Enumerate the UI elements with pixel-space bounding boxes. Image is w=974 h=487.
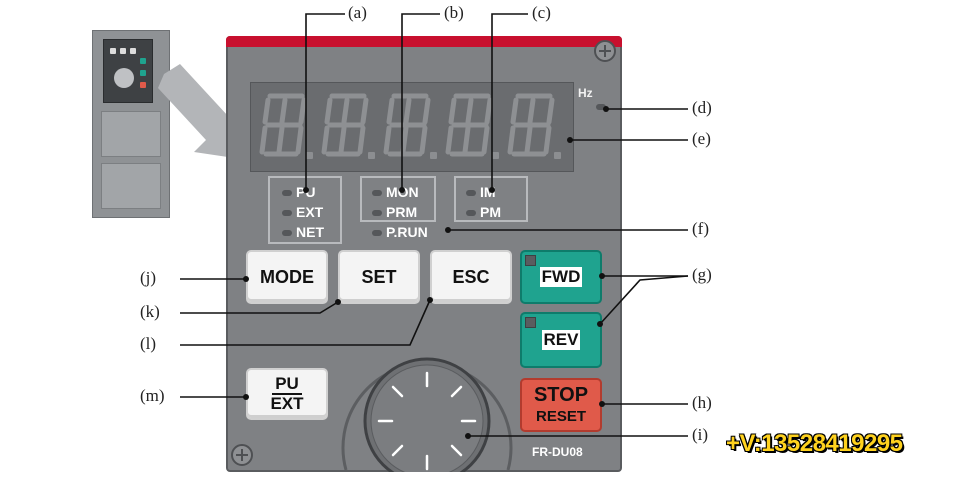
zoom-arrow-icon xyxy=(158,64,248,160)
display-digit-1 xyxy=(258,92,310,158)
thumbnail-dial xyxy=(114,68,134,88)
callout-g: (g) xyxy=(692,265,712,284)
display-decimal-point xyxy=(554,152,561,159)
screw-bottom-left xyxy=(231,444,253,466)
pm-indicator-label: PM xyxy=(480,204,501,220)
thumbnail-key xyxy=(140,58,146,64)
callout-h: (h) xyxy=(692,393,712,412)
fwd-button-label: FWD xyxy=(539,267,583,287)
operation-mode-indicators xyxy=(268,176,342,244)
rev-led xyxy=(525,317,536,328)
hz-indicator-led xyxy=(596,104,606,110)
esc-button[interactable]: ESC xyxy=(430,250,512,304)
callout-c: (c) xyxy=(532,3,551,22)
thumbnail-key xyxy=(140,82,146,88)
display-digit-4 xyxy=(444,92,496,158)
net-led xyxy=(282,230,292,236)
net-indicator-label: NET xyxy=(296,224,324,240)
thumbnail-key xyxy=(110,48,116,54)
prm-indicator-label: PRM xyxy=(386,204,418,220)
panel-top-bar xyxy=(226,36,622,47)
display-decimal-point xyxy=(492,152,499,159)
callout-k: (k) xyxy=(140,302,160,321)
fwd-button[interactable]: FWD xyxy=(520,250,602,304)
callout-i: (i) xyxy=(692,425,709,444)
pu-led xyxy=(282,190,292,196)
thumbnail-key xyxy=(120,48,126,54)
pu-ext-pu-label: PU xyxy=(272,375,302,395)
im-led xyxy=(466,190,476,196)
callout-f: (f) xyxy=(692,219,709,238)
callout-b: (b) xyxy=(444,3,464,22)
ext-indicator-label: EXT xyxy=(296,204,324,220)
pu-ext-button[interactable]: PU EXT xyxy=(246,368,328,420)
reset-label: RESET xyxy=(535,408,586,425)
thumbnail-cover xyxy=(101,111,161,157)
thumbnail-keypad xyxy=(103,39,153,103)
p-run-indicator-label: P.RUN xyxy=(386,224,428,240)
callout-j: (j) xyxy=(140,268,157,287)
display-decimal-point xyxy=(430,152,437,159)
callout-e: (e) xyxy=(692,129,711,148)
screw-top-right xyxy=(594,40,616,62)
display-digit-2 xyxy=(320,92,372,158)
thumbnail-cover xyxy=(101,163,161,209)
callout-l: (l) xyxy=(140,334,157,353)
inverter-thumbnail xyxy=(92,30,170,218)
callout-d: (d) xyxy=(692,98,712,117)
thumbnail-key xyxy=(140,70,146,76)
rev-button-label: REV xyxy=(541,330,581,350)
mon-led xyxy=(372,190,382,196)
callout-m: (m) xyxy=(140,386,165,405)
set-button[interactable]: SET xyxy=(338,250,420,304)
pm-led xyxy=(466,210,476,216)
display-digit-3 xyxy=(382,92,434,158)
motor-indicators xyxy=(454,176,528,222)
hz-label: Hz xyxy=(578,86,593,100)
stop-label: STOP xyxy=(533,384,589,406)
mode-button[interactable]: MODE xyxy=(246,250,328,304)
display-decimal-point xyxy=(368,152,375,159)
pu-ext-ext-label: EXT xyxy=(270,394,304,413)
prm-led xyxy=(372,210,382,216)
ext-led xyxy=(282,210,292,216)
setting-dial[interactable] xyxy=(332,316,522,472)
model-label: FR-DU08 xyxy=(532,445,583,459)
fwd-led xyxy=(525,255,536,266)
display-digit-5 xyxy=(506,92,558,158)
callout-a: (a) xyxy=(348,3,367,22)
p-run-led xyxy=(372,230,382,236)
display-decimal-point xyxy=(306,152,313,159)
thumbnail-key xyxy=(130,48,136,54)
contact-watermark: +V:13528419295 xyxy=(726,430,903,457)
monitor-indicators xyxy=(360,176,436,222)
